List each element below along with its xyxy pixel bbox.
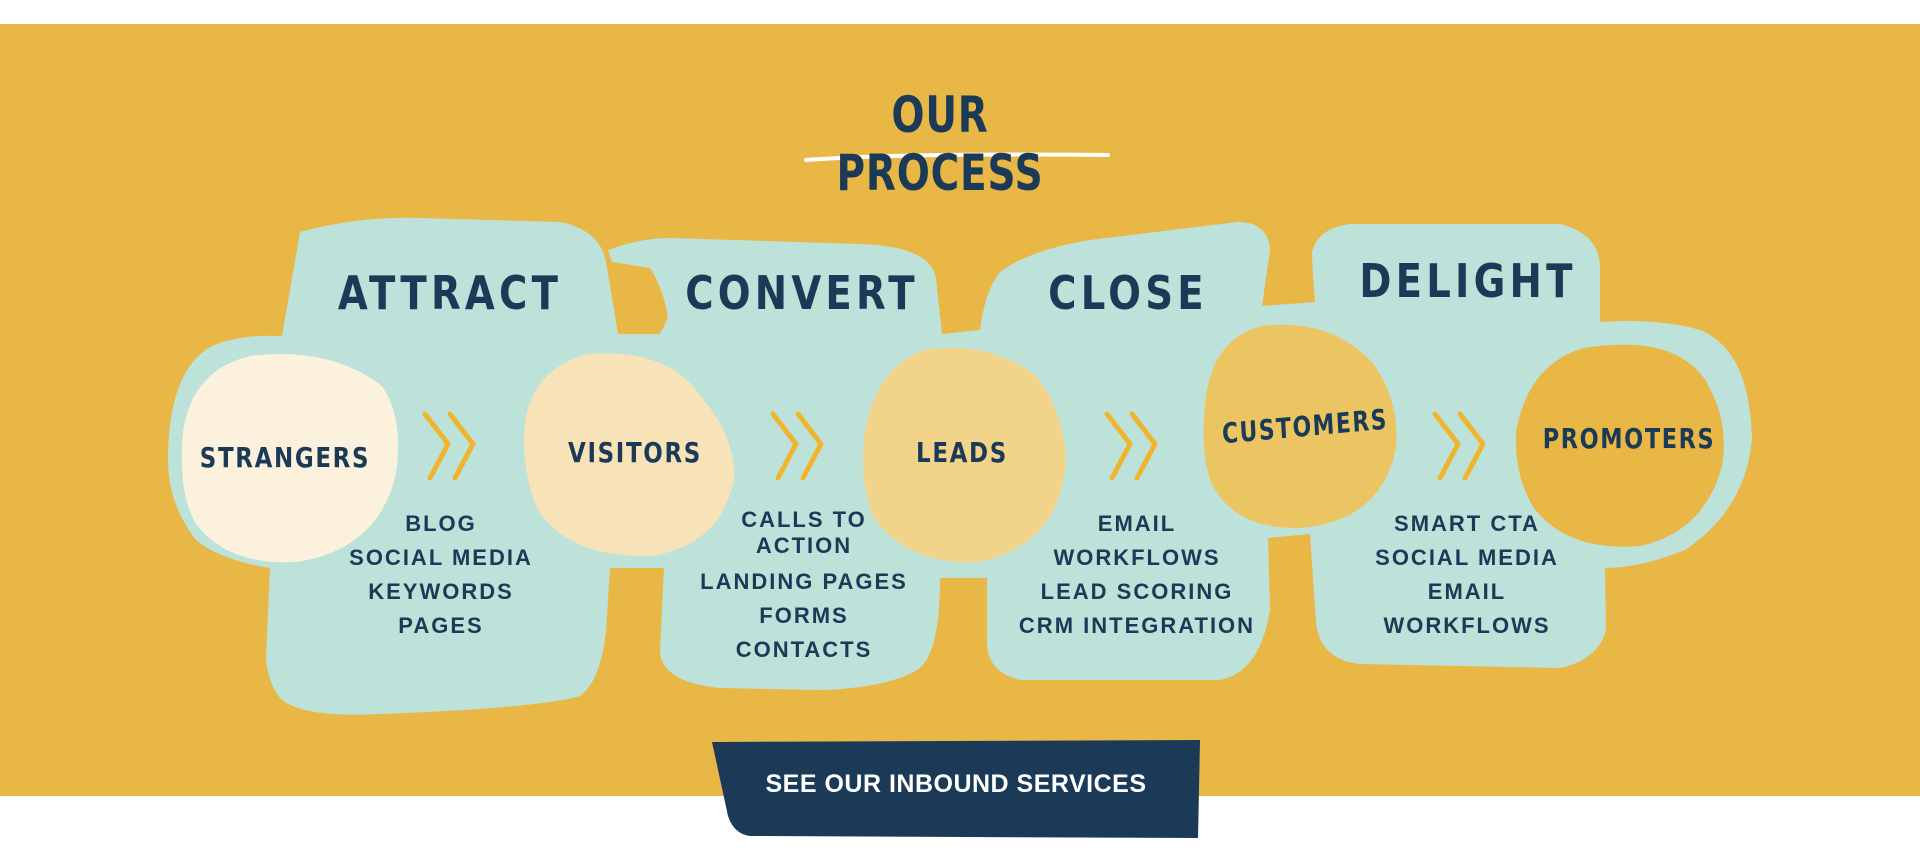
tactic-item: CALLS TO ACTION	[741, 507, 867, 558]
stage-heading-attract: ATTRACT	[337, 266, 563, 320]
double-chevron-right-icon	[1432, 411, 1486, 481]
stage-heading-close: CLOSE	[1048, 266, 1208, 320]
blob-strangers-fill	[181, 354, 399, 563]
tactic-item: BLOG	[405, 511, 477, 536]
cta-shape	[712, 740, 1200, 838]
title-underline	[804, 152, 1110, 162]
tactic-item: FORMS	[759, 603, 849, 628]
see-inbound-services-label[interactable]: SEE OUR INBOUND SERVICES	[765, 770, 1147, 798]
tactic-item: EMAIL	[1427, 579, 1507, 604]
page-title: OUR PROCESS	[836, 86, 1044, 202]
blob-visitors-fill	[523, 353, 735, 557]
stage-heading-convert: CONVERT	[685, 266, 919, 320]
tactic-item: KEYWORDS	[368, 579, 514, 604]
audience-leads: LEADS	[916, 436, 1008, 469]
double-chevron-right-icon	[422, 411, 476, 481]
stage-heading-delight: DELIGHT	[1359, 254, 1577, 308]
tactic-item: PAGES	[398, 613, 484, 638]
tactic-item: SMART CTA	[1394, 511, 1540, 536]
tactic-item: EMAIL	[1097, 511, 1177, 536]
audience-promoters: PROMOTERS	[1542, 422, 1716, 455]
tactics-delight: SMART CTA SOCIAL MEDIA EMAIL WORKFLOWS	[1332, 507, 1602, 643]
double-chevron-right-icon	[770, 411, 824, 481]
blob-customers-fill	[1203, 324, 1397, 529]
tactic-item: CRM INTEGRATION	[1018, 613, 1256, 638]
tactic-item: SOCIAL MEDIA	[1375, 545, 1559, 570]
tactic-item: LANDING PAGES	[700, 569, 908, 594]
tactics-attract: BLOG SOCIAL MEDIA KEYWORDS PAGES	[306, 507, 576, 643]
tactic-item: SOCIAL MEDIA	[349, 545, 533, 570]
tactic-item: WORKFLOWS	[1053, 545, 1221, 570]
blob-promoters-fill	[1515, 344, 1724, 547]
blob-leads-fill	[863, 347, 1066, 563]
tactics-close: EMAIL WORKFLOWS LEAD SCORING CRM INTEGRA…	[1002, 507, 1272, 643]
tactic-item: WORKFLOWS	[1383, 613, 1551, 638]
tactic-item: CONTACTS	[735, 637, 873, 662]
audience-strangers: STRANGERS	[199, 441, 371, 474]
tactics-convert: CALLS TO ACTION LANDING PAGES FORMS CONT…	[669, 507, 939, 667]
tactic-item: LEAD SCORING	[1040, 579, 1234, 604]
audience-visitors: VISITORS	[568, 436, 702, 469]
double-chevron-right-icon	[1104, 411, 1158, 481]
